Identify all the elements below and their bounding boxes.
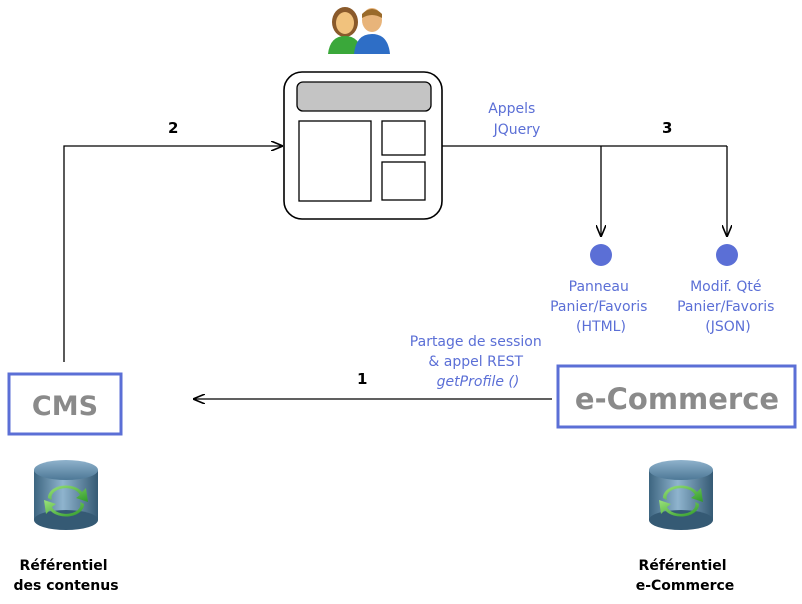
step-1-label: 1 <box>357 370 367 388</box>
arrow-cms-to-page <box>63 146 282 362</box>
cms-label: CMS <box>32 391 98 422</box>
cms-box: CMS <box>7 372 123 436</box>
users-icon <box>328 7 390 54</box>
node-html-panel-label: Panneau Panier/Favoris (HTML) <box>550 279 652 335</box>
webpage-icon <box>283 71 443 220</box>
ecommerce-database-label: Référentiel e-Commerce <box>636 558 735 594</box>
arrow-page-to-nodes <box>442 145 727 236</box>
database-sync-icon <box>34 460 98 530</box>
cms-database-label: Référentiel des contenus <box>13 558 118 594</box>
step-2-label: 2 <box>168 119 178 137</box>
ecommerce-label: e-Commerce <box>575 382 779 416</box>
step-3-label: 3 <box>662 119 672 137</box>
node-html-panel <box>590 244 612 266</box>
database-sync-icon <box>649 460 713 530</box>
node-json-quantity <box>716 244 738 266</box>
jquery-calls-label: Appels JQuery <box>488 101 540 138</box>
node-json-quantity-label: Modif. Qté Panier/Favoris (JSON) <box>677 279 779 335</box>
ecommerce-box: e-Commerce <box>556 364 797 429</box>
session-sharing-label: Partage de session & appel REST getProfi… <box>410 334 546 390</box>
